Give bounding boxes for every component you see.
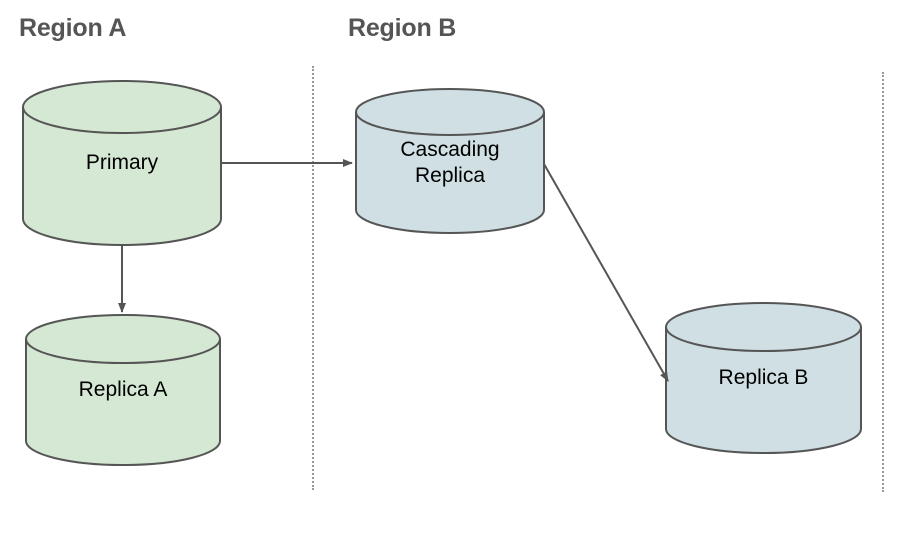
region-divider-right (882, 72, 884, 492)
region-divider-left (312, 66, 314, 490)
cylinder-shape-replica-b (665, 302, 862, 454)
cylinder-shape-replica-a (25, 314, 221, 466)
cylinder-shape-primary (22, 80, 222, 246)
region-b-label: Region B (348, 14, 457, 42)
edge-cascading-replica-to-replica-b[interactable] (543, 163, 669, 382)
region-a-label: Region A (19, 14, 127, 42)
cylinder-shape-cascading-replica (355, 88, 545, 234)
